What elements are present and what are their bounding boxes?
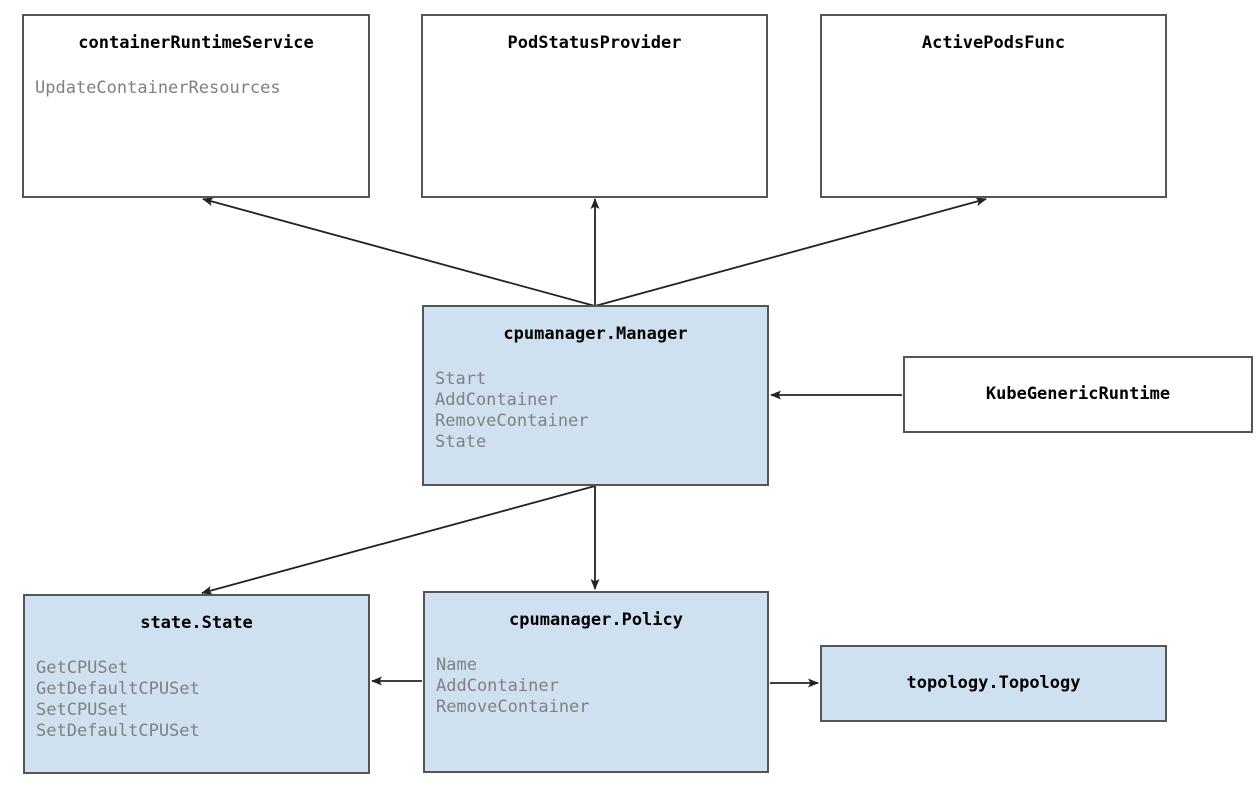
node-member: State — [435, 432, 487, 452]
node-title-container-runtime-service: containerRuntimeService — [78, 33, 314, 53]
node-member: Start — [435, 369, 487, 389]
edge-manager-to-active-pods-func — [594, 197, 987, 307]
node-member: AddContainer — [435, 390, 558, 410]
node-member: AddContainer — [436, 676, 559, 696]
edge-manager-to-container-runtime-service — [202, 197, 596, 307]
node-topology-topology[interactable]: topology.Topology — [820, 645, 1167, 722]
node-member: SetCPUSet — [36, 700, 129, 720]
node-title-cpumanager-policy: cpumanager.Policy — [509, 610, 683, 630]
node-members-container-runtime-service: UpdateContainerResources — [35, 78, 362, 99]
node-title-state-state: state.State — [140, 613, 253, 633]
node-member: SetDefaultCPUSet — [36, 721, 200, 741]
node-title-pod-status-provider: PodStatusProvider — [507, 33, 682, 53]
node-member: GetCPUSet — [36, 658, 129, 678]
node-title-kube-generic-runtime: KubeGenericRuntime — [985, 383, 1171, 404]
edge-manager-to-state-state — [201, 485, 596, 595]
node-title-topology-topology: topology.Topology — [906, 672, 1081, 693]
node-member: RemoveContainer — [435, 411, 589, 431]
node-member: GetDefaultCPUSet — [36, 679, 200, 699]
node-title-active-pods-func: ActivePodsFunc — [921, 33, 1066, 53]
node-active-pods-func[interactable]: ActivePodsFunc — [820, 14, 1167, 198]
node-member: RemoveContainer — [436, 697, 590, 717]
node-kube-generic-runtime[interactable]: KubeGenericRuntime — [903, 356, 1253, 433]
node-member: Name — [436, 655, 477, 675]
node-title-cpumanager-manager: cpumanager.Manager — [503, 324, 688, 344]
node-member: UpdateContainerResources — [35, 78, 281, 98]
node-pod-status-provider[interactable]: PodStatusProvider — [421, 14, 768, 198]
